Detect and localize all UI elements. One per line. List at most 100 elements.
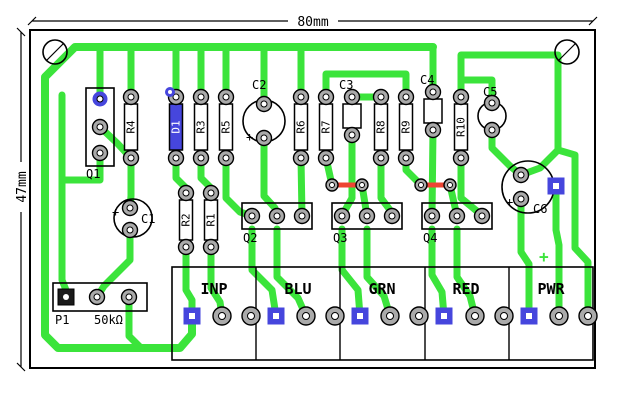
label-r6: R6 bbox=[295, 120, 308, 133]
pad bbox=[121, 221, 139, 239]
label-r5: R5 bbox=[220, 120, 233, 133]
pad bbox=[88, 288, 106, 306]
label-q4: Q4 bbox=[423, 231, 437, 245]
dimension-height: 47mm bbox=[15, 27, 30, 372]
pad bbox=[122, 149, 140, 167]
width-dimension-label: 80mm bbox=[297, 15, 328, 30]
power-plus-mark: + bbox=[539, 247, 549, 266]
pad bbox=[372, 149, 390, 167]
jumper-pad bbox=[414, 178, 428, 192]
c4-body bbox=[423, 98, 443, 124]
dimension-width: 80mm bbox=[27, 15, 598, 30]
terminal-pad bbox=[380, 306, 400, 326]
terminal-pad bbox=[241, 306, 261, 326]
pad bbox=[483, 121, 501, 139]
pad bbox=[358, 207, 376, 225]
terminal-pad bbox=[296, 306, 316, 326]
pad bbox=[192, 149, 210, 167]
terminal-pad bbox=[212, 306, 232, 326]
dimension-line bbox=[27, 16, 598, 26]
via bbox=[165, 87, 175, 97]
pad bbox=[424, 121, 442, 139]
label-r7: R7 bbox=[320, 120, 333, 133]
label-r1: R1 bbox=[205, 213, 218, 226]
c6-polarity-mark: + bbox=[506, 195, 513, 209]
label-r4: R4 bbox=[125, 120, 138, 134]
label-p1: P1 bbox=[55, 313, 69, 327]
label-r9: R9 bbox=[400, 120, 413, 133]
pad bbox=[177, 184, 195, 202]
p1-outline bbox=[52, 282, 148, 312]
pad bbox=[202, 184, 220, 202]
label-c4: C4 bbox=[420, 73, 434, 87]
terminal-label-inp: INP bbox=[200, 280, 227, 298]
label-c3: C3 bbox=[339, 78, 353, 92]
pad bbox=[292, 149, 310, 167]
pad bbox=[91, 144, 109, 162]
blue-square-pad bbox=[183, 307, 201, 325]
pad bbox=[317, 149, 335, 167]
terminal-label-pwr: PWR bbox=[537, 280, 565, 298]
q3-outline bbox=[331, 202, 403, 230]
pad bbox=[452, 88, 470, 106]
label-c6: C6 bbox=[533, 202, 547, 216]
height-dimension-label: 47mm bbox=[15, 171, 30, 202]
terminal-pad bbox=[409, 306, 429, 326]
pad bbox=[333, 207, 351, 225]
pad bbox=[512, 190, 530, 208]
label-d1: D1 bbox=[170, 120, 183, 133]
label-r3: R3 bbox=[195, 120, 208, 133]
pad bbox=[292, 88, 310, 106]
c1-polarity-mark: + bbox=[112, 205, 119, 219]
pad bbox=[448, 207, 466, 225]
pad bbox=[512, 166, 530, 184]
terminal-pad bbox=[325, 306, 345, 326]
terminal-pad bbox=[578, 306, 598, 326]
pad bbox=[383, 207, 401, 225]
terminal-label-red: RED bbox=[452, 280, 479, 298]
pad bbox=[268, 207, 286, 225]
label-c1: C1 bbox=[141, 212, 155, 226]
label-c2: C2 bbox=[252, 78, 266, 92]
pad bbox=[473, 207, 491, 225]
pad bbox=[217, 88, 235, 106]
blue-square-pad bbox=[267, 307, 285, 325]
label-r8: R8 bbox=[375, 120, 388, 133]
label-q3: Q3 bbox=[333, 231, 347, 245]
pad bbox=[177, 238, 195, 256]
pad bbox=[293, 207, 311, 225]
pad bbox=[397, 88, 415, 106]
label-r2: R2 bbox=[180, 213, 193, 226]
terminal-pad bbox=[465, 306, 485, 326]
c5-body-fill bbox=[478, 102, 506, 130]
jumper-pad bbox=[325, 178, 339, 192]
pad bbox=[255, 95, 273, 113]
label-q2: Q2 bbox=[243, 231, 257, 245]
blue-square-pad bbox=[435, 307, 453, 325]
blue-square-pad bbox=[351, 307, 369, 325]
pad bbox=[192, 88, 210, 106]
blue-square-pad bbox=[547, 177, 565, 195]
labels: Q1 C1 C2 C3 C4 C5 C6 Q2 Q3 Q4 P1 50kΩ R4… bbox=[55, 73, 566, 327]
pad bbox=[255, 129, 273, 147]
label-q1: Q1 bbox=[86, 167, 100, 181]
q4-outline bbox=[421, 202, 493, 230]
label-c5: C5 bbox=[483, 85, 497, 99]
jumper-pad bbox=[443, 178, 457, 192]
pad bbox=[397, 149, 415, 167]
c2-polarity-mark: + bbox=[246, 130, 253, 144]
terminal-pad bbox=[549, 306, 569, 326]
terminal-label-grn: GRN bbox=[368, 280, 395, 298]
terminal-pad bbox=[494, 306, 514, 326]
label-p1-value: 50kΩ bbox=[94, 313, 123, 327]
blue-pad bbox=[92, 91, 108, 107]
black-square-pad bbox=[57, 288, 75, 306]
blue-square-pad bbox=[520, 307, 538, 325]
pad bbox=[217, 149, 235, 167]
pad bbox=[372, 88, 390, 106]
pad bbox=[423, 207, 441, 225]
pad bbox=[317, 88, 335, 106]
label-r10: R10 bbox=[455, 117, 468, 137]
